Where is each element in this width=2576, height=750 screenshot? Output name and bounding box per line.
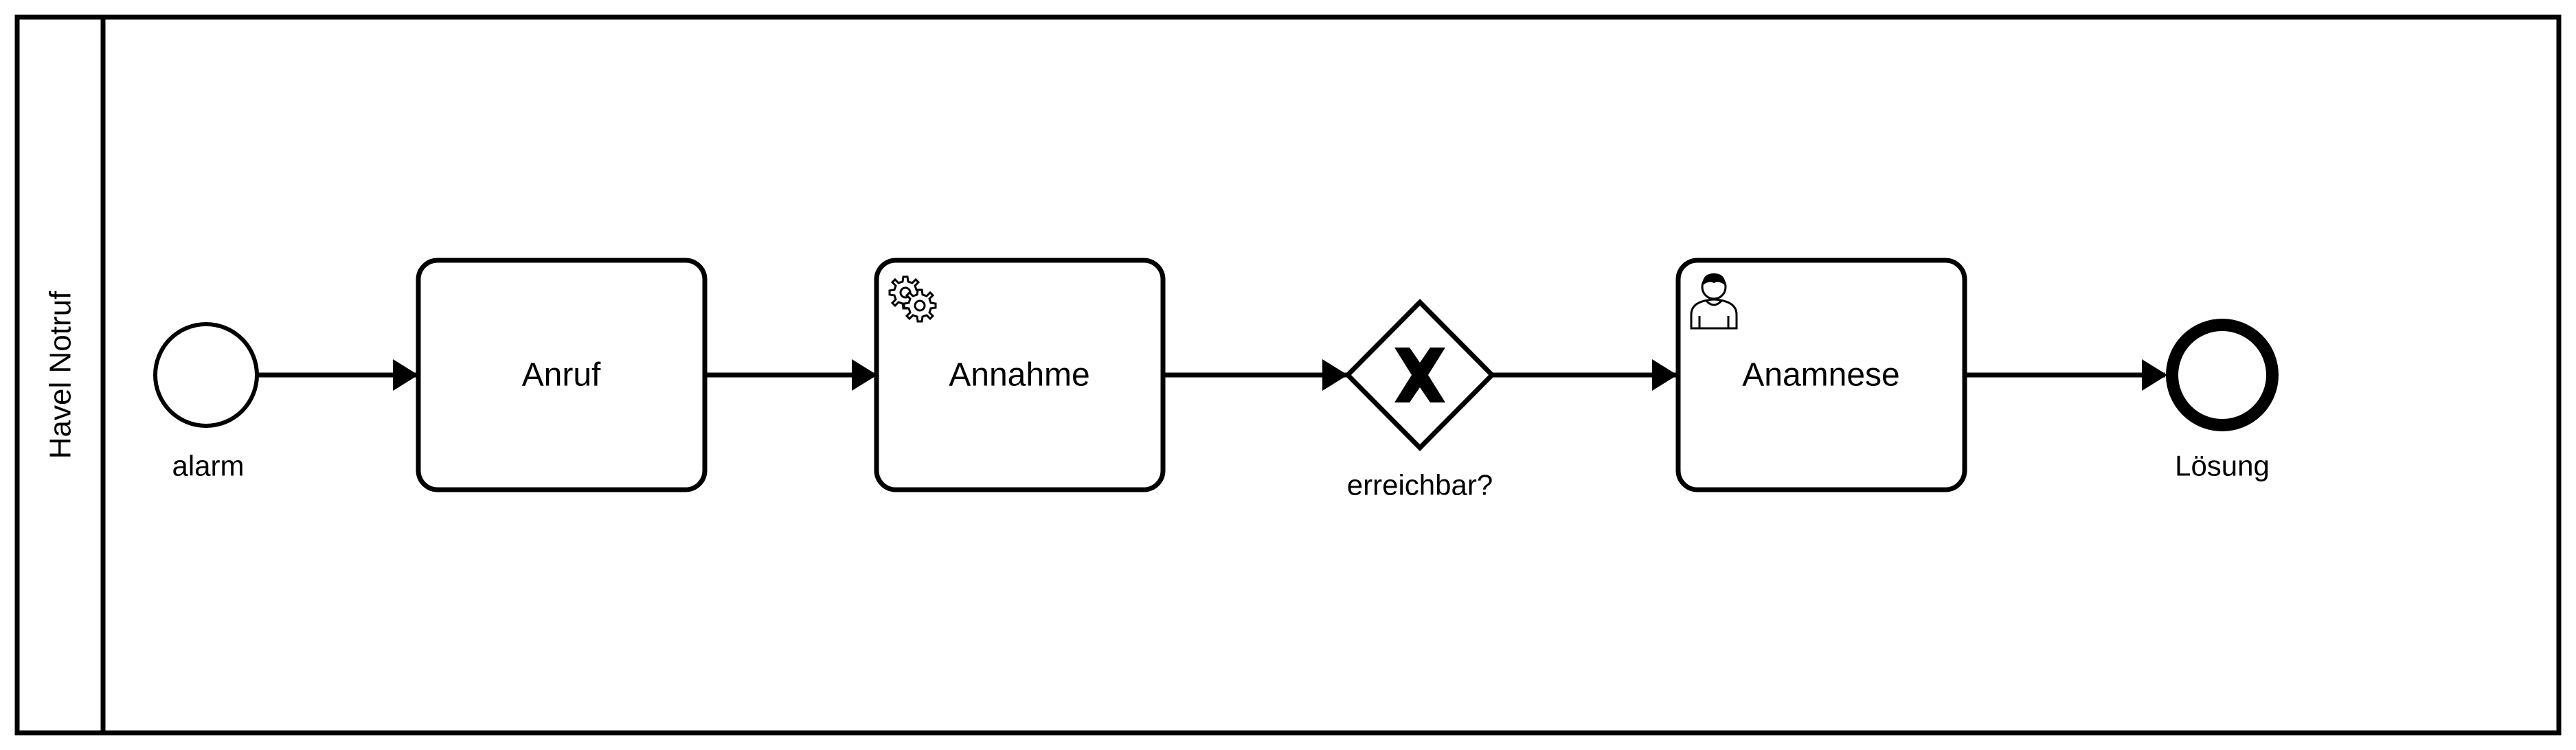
task-annahme-label: Annahme bbox=[949, 357, 1089, 394]
arrowhead-3 bbox=[1322, 359, 1348, 391]
end-event-circle bbox=[2166, 319, 2279, 431]
arrowhead-2 bbox=[852, 359, 877, 391]
task-anruf-box bbox=[416, 258, 708, 492]
arrowhead-5 bbox=[2142, 359, 2167, 391]
task-annahme[interactable]: Annahme bbox=[874, 258, 1166, 492]
end-event-label: Lösung bbox=[2175, 450, 2270, 482]
gear-icon bbox=[888, 275, 937, 323]
gateway-label: erreichbar? bbox=[1347, 469, 1493, 501]
exclusive-gateway[interactable]: erreichbar? bbox=[1344, 299, 1495, 501]
task-anamnese-label: Anamnese bbox=[1742, 357, 1899, 394]
task-annahme-box bbox=[874, 258, 1166, 492]
arrowhead-1 bbox=[393, 359, 418, 391]
end-event[interactable]: Lösung bbox=[2166, 319, 2279, 482]
arrowhead-4 bbox=[1652, 359, 1677, 391]
task-anamnese[interactable]: Anamnese bbox=[1675, 258, 1967, 492]
task-anruf-label: Anruf bbox=[522, 357, 601, 394]
gateway-x-marker bbox=[1394, 348, 1445, 402]
task-anruf[interactable]: Anruf bbox=[416, 258, 708, 492]
user-icon bbox=[1690, 273, 1738, 330]
start-event[interactable]: alarm bbox=[153, 322, 259, 482]
pool-name: Havel Notruf bbox=[44, 291, 78, 459]
start-event-label: alarm bbox=[172, 450, 244, 482]
task-anamnese-box bbox=[1675, 258, 1967, 492]
start-event-circle bbox=[153, 322, 259, 428]
sequence-flows bbox=[258, 359, 2167, 391]
